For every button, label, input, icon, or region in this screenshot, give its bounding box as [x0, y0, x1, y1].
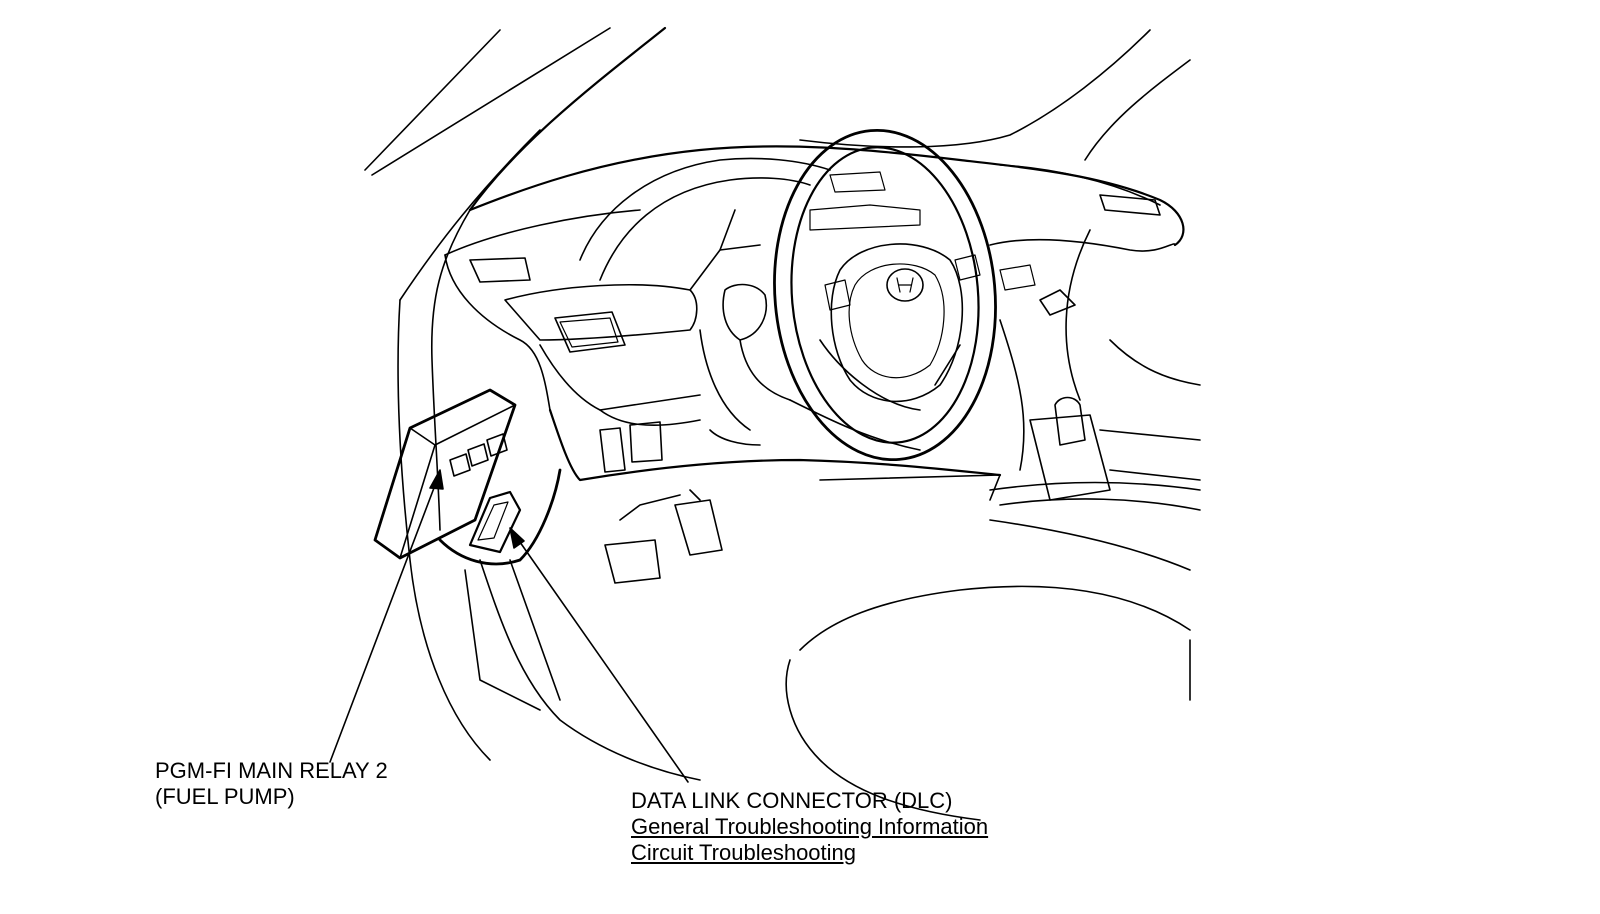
general-troubleshooting-link[interactable]: General Troubleshooting Information	[631, 814, 989, 839]
data-link-connector	[438, 468, 562, 566]
relay-box	[373, 388, 517, 560]
relay-label-line1: PGM-FI MAIN RELAY 2	[155, 758, 388, 783]
seat	[464, 519, 1191, 821]
steering-column	[699, 283, 921, 451]
dashboard-top	[444, 29, 1191, 256]
left-dash-panel	[444, 254, 701, 426]
dlc-label-title: DATA LINK CONNECTOR (DLC)	[631, 788, 953, 813]
leader-lines	[329, 469, 689, 783]
relay-label-line2: (FUEL PUMP)	[155, 784, 295, 809]
relay-label: PGM-FI MAIN RELAY 2 (FUEL PUMP)	[155, 758, 388, 810]
gauges	[809, 171, 921, 231]
lower-dash	[548, 408, 1002, 501]
a-pillar	[364, 26, 667, 761]
dlc-label: DATA LINK CONNECTOR (DLC) General Troubl…	[631, 788, 988, 866]
center-console	[989, 229, 1201, 511]
steering-wheel	[773, 128, 997, 462]
instrument-cluster	[579, 157, 831, 291]
circuit-troubleshooting-link[interactable]: Circuit Troubleshooting	[631, 840, 857, 865]
pedals	[604, 489, 723, 584]
